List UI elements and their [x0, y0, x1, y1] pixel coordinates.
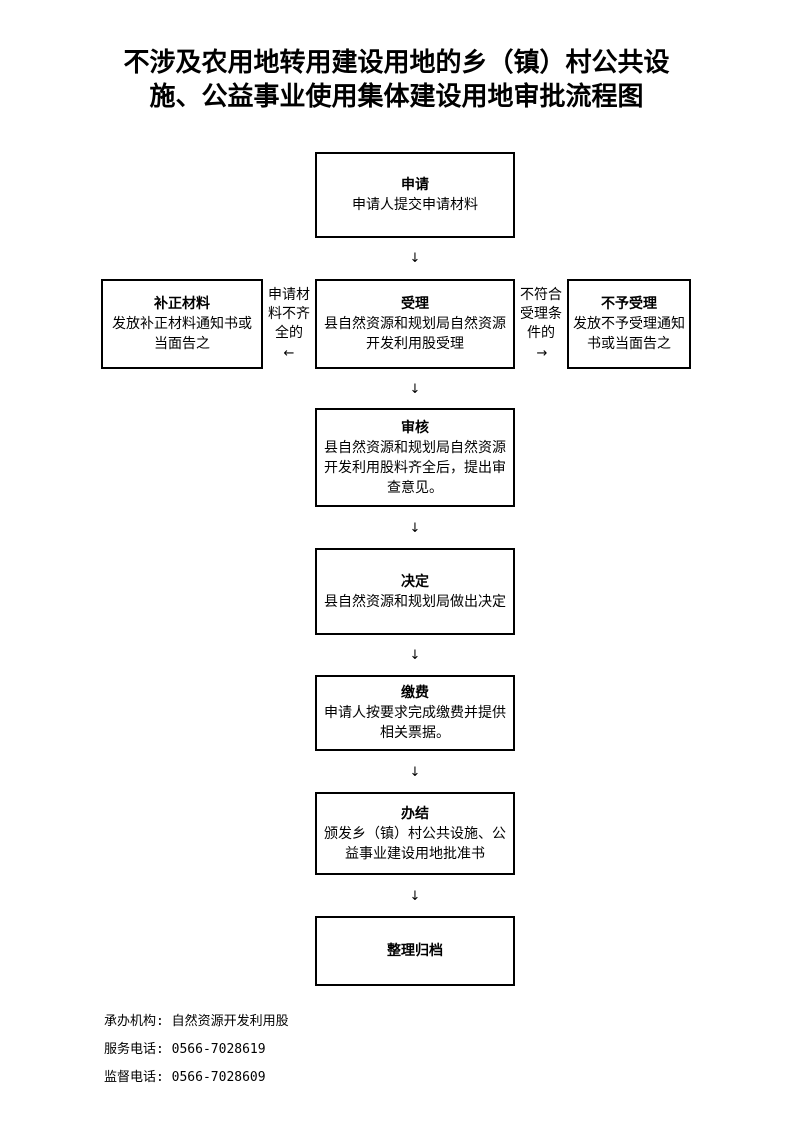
arrow-down-5: ↓: [409, 765, 421, 780]
footer-service-phone: 服务电话: 0566-7028619: [104, 1042, 266, 1057]
step-complete-box: 办结 颁发乡（镇）村公共设施、公益事业建设用地批准书: [315, 792, 515, 875]
page-title-line-2: 施、公益事业使用集体建设用地审批流程图: [149, 82, 644, 112]
step-decide-desc: 县自然资源和规划局做出决定: [324, 593, 506, 610]
step-pay-desc: 申请人按要求完成缴费并提供相关票据。: [324, 705, 506, 741]
step-complete-head: 办结: [401, 805, 429, 822]
step-decide-head: 决定: [401, 573, 429, 590]
page-title-line-1: 不涉及农用地转用建设用地的乡（镇）村公共设: [123, 48, 670, 78]
arrow-down-2: ↓: [409, 382, 421, 397]
step-apply-desc: 申请人提交申请材料: [352, 197, 478, 213]
arrow-down-1: ↓: [409, 251, 421, 266]
arrow-down-4: ↓: [409, 648, 421, 663]
footer-supervise-phone: 监督电话: 0566-7028609: [104, 1070, 266, 1085]
step-review-box: 审核 县自然资源和规划局自然资源开发利用股料齐全后，提出审查意见。: [315, 408, 515, 507]
step-archive-head: 整理归档: [387, 943, 443, 959]
step-pay-box: 缴费 申请人按要求完成缴费并提供相关票据。: [315, 675, 515, 751]
step-accept-head: 受理: [401, 296, 429, 312]
step-apply-head: 申请: [401, 177, 429, 193]
step-reject-desc: 发放不予受理通知书或当面告之: [573, 316, 685, 352]
step-review-desc: 县自然资源和规划局自然资源开发利用股料齐全后，提出审查意见。: [324, 439, 506, 496]
step-supplement-head: 补正材料: [154, 296, 210, 312]
step-apply-box: 申请 申请人提交申请材料: [315, 152, 515, 238]
arrow-down-3: ↓: [409, 521, 421, 536]
arrow-right: →: [536, 346, 548, 361]
step-archive-box: 整理归档: [315, 916, 515, 986]
arrow-down-6: ↓: [409, 889, 421, 904]
step-review-head: 审核: [401, 419, 429, 436]
footer-office: 承办机构: 自然资源开发利用股: [104, 1014, 289, 1029]
step-pay-head: 缴费: [401, 685, 429, 701]
label-incomplete: 申请材料不齐全的: [268, 287, 310, 341]
step-accept-box: 受理 县自然资源和规划局自然资源开发利用股受理: [315, 279, 515, 369]
step-decide-box: 决定 县自然资源和规划局做出决定: [315, 548, 515, 635]
step-accept-desc: 县自然资源和规划局自然资源开发利用股受理: [324, 316, 506, 352]
step-reject-box: 不予受理 发放不予受理通知书或当面告之: [567, 279, 691, 369]
label-not-qualified: 不符合受理条件的: [520, 287, 562, 341]
step-reject-head: 不予受理: [601, 296, 657, 312]
step-supplement-desc: 发放补正材料通知书或当面告之: [112, 316, 252, 352]
arrow-left: ←: [283, 346, 295, 361]
step-complete-desc: 颁发乡（镇）村公共设施、公益事业建设用地批准书: [324, 825, 506, 862]
step-supplement-box: 补正材料 发放补正材料通知书或当面告之: [101, 279, 263, 369]
